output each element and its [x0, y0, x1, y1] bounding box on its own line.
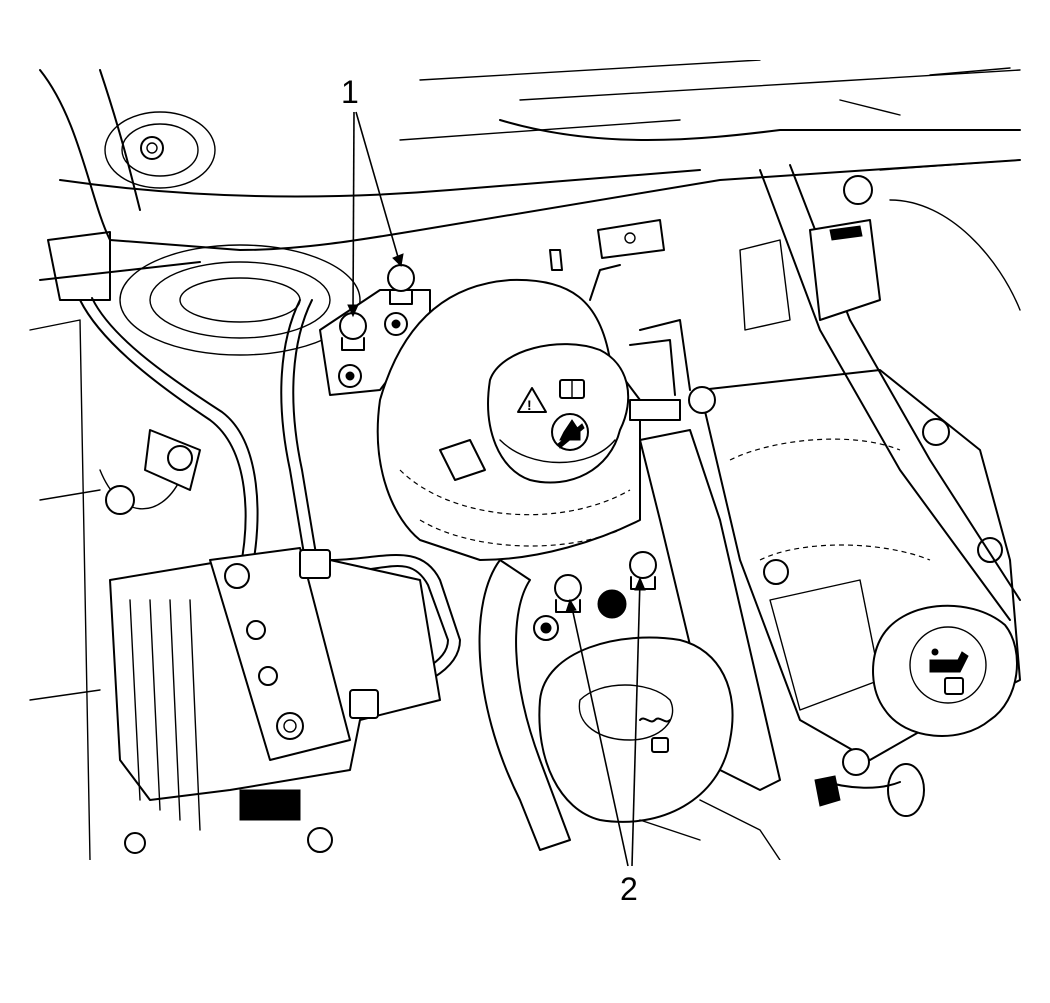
reservoir-bolt-right	[597, 551, 657, 619]
abs-module	[99, 429, 441, 854]
callout-2-leader-left	[570, 602, 629, 867]
oil-can-icon	[929, 648, 969, 673]
callout-1-leader-left	[352, 111, 355, 313]
brake-bracket-nut-lower	[338, 312, 367, 388]
svg-text:!: !	[527, 397, 532, 413]
callout-1-leader-right	[355, 111, 401, 265]
callout-2: 2	[565, 576, 646, 907]
coolant-cap: !	[487, 343, 630, 484]
book-icon	[559, 379, 585, 399]
coolant-icon	[639, 717, 671, 753]
intake-manifold	[739, 159, 1021, 621]
strut-mount	[104, 111, 361, 356]
misc-hoses	[549, 219, 691, 396]
reservoir-bolt-left	[533, 574, 582, 641]
body-panel	[29, 60, 1021, 860]
callout-2-label: 2	[620, 871, 638, 907]
warning-triangle-icon	[517, 387, 547, 413]
oil-filler-cap	[872, 604, 1018, 737]
callout-2-leader-right	[631, 579, 641, 867]
coolant-reservoir: !	[376, 278, 781, 851]
brake-bracket	[319, 264, 431, 396]
dipstick-handle	[639, 763, 925, 860]
callout-1: 1	[341, 74, 404, 318]
callout-1-label: 1	[341, 74, 359, 110]
brake-bracket-nut-upper	[384, 264, 415, 336]
